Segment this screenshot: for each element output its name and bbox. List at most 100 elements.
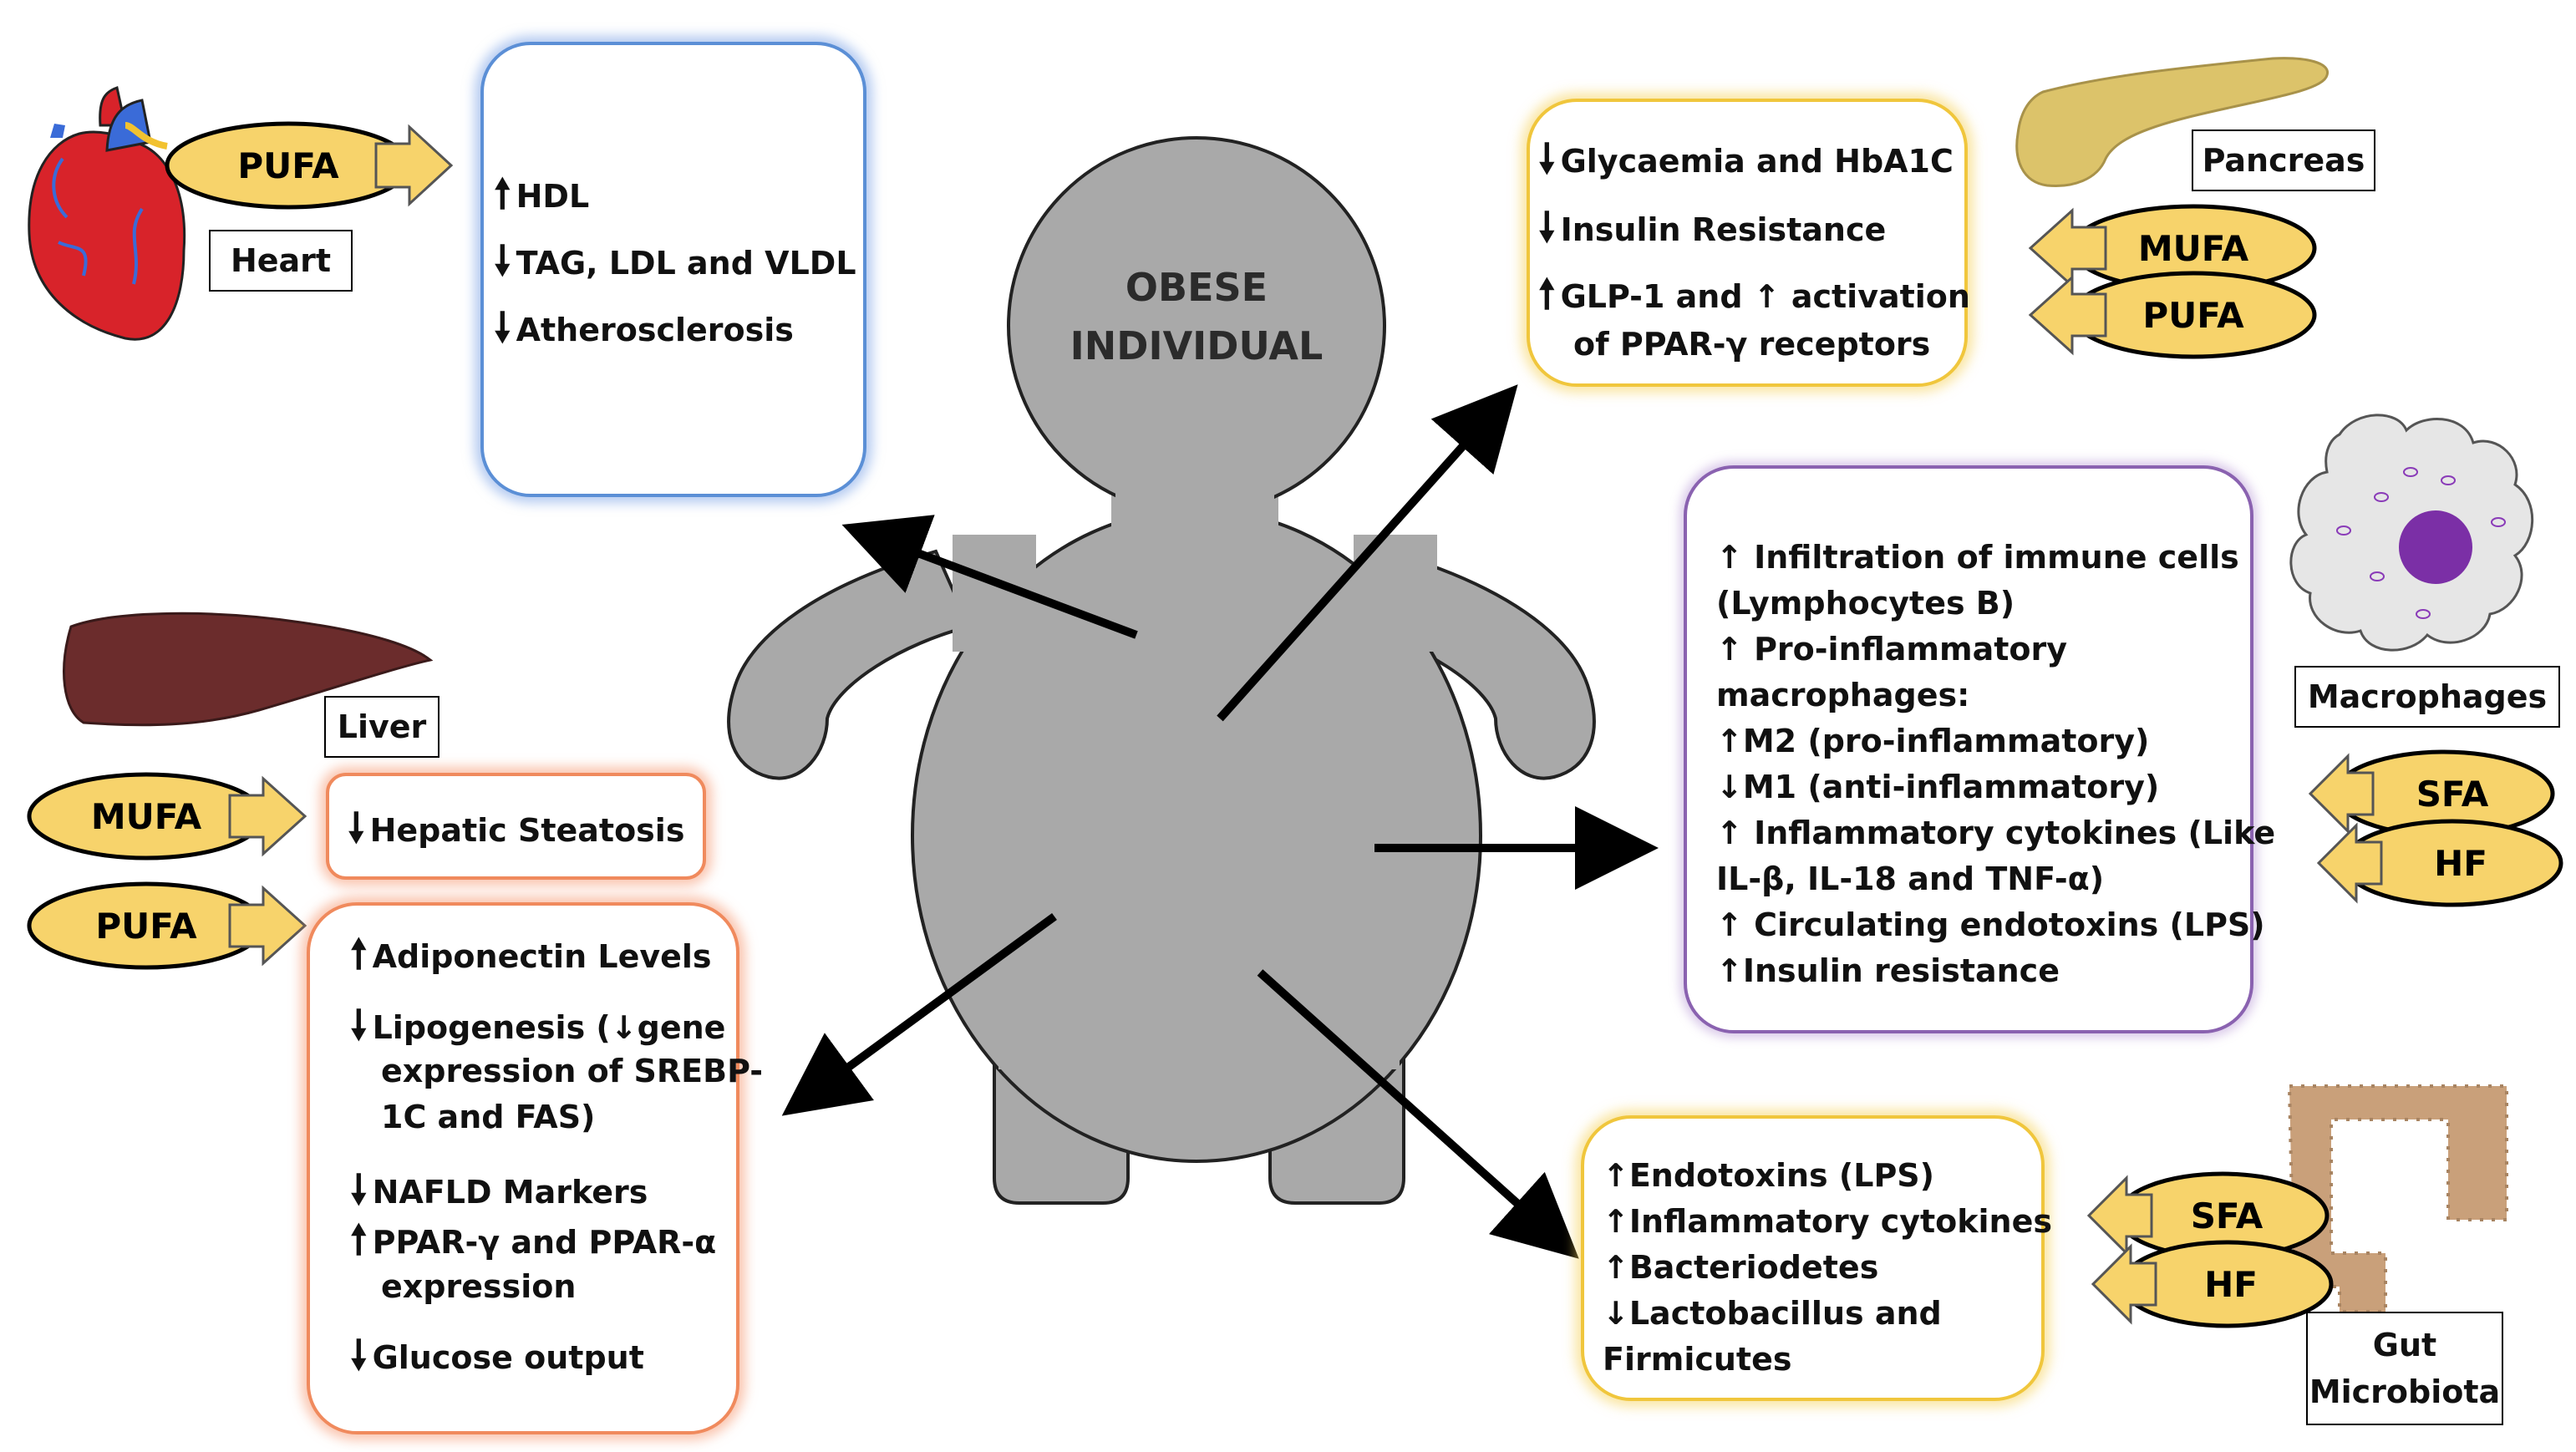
gut-microbiota-label: Gut Microbiota (2306, 1312, 2503, 1425)
pancreas-effect-ppar: of PPAR-γ receptors (1573, 326, 1931, 363)
pancreas-effect-glp1: GLP-1 and (1560, 278, 1743, 315)
gut-effect-cytokines: Inflammatory cytokines (1628, 1203, 2052, 1240)
gut-effects-box: ↑Endotoxins (LPS) ↑Inflammatory cytokine… (1581, 1115, 2052, 1401)
gut-effect-lactobacillus: Lactobacillus and (1628, 1295, 1942, 1332)
up-arrow-icon: ↑ (1716, 815, 1743, 851)
macro-effect-lymphocytes: (Lymphocytes B) (1716, 585, 2015, 622)
up-arrow-icon: ↑ (1603, 1249, 1629, 1286)
fatty-acid-badges: PUFA MUFA PUFA MUFA PUFA SFA HF (27, 121, 2563, 1328)
liver-effect-fas: 1C and FAS) (381, 1099, 596, 1135)
up-arrow-icon: ↑ (1753, 278, 1781, 315)
macro-effect-endotoxins: Circulating endotoxins (LPS) (1754, 906, 2265, 943)
heart-pufa-arrow (374, 124, 454, 207)
liver-icon (63, 612, 434, 727)
liver-steatosis-box: 🠗Hepatic Steatosis (326, 773, 706, 880)
macro-effect-insulin: Insulin resistance (1742, 952, 2060, 989)
pancreas-effect-activation: activation (1791, 278, 1970, 315)
macrophage-icon (2289, 414, 2534, 652)
center-title-line1: OBESE (1125, 265, 1268, 310)
liver-effect-nafld: NAFLD Markers (372, 1174, 648, 1211)
pancreas-mufa-label: MUFA (2138, 228, 2249, 269)
macro-hf-arrow (2316, 822, 2383, 904)
up-arrow-icon: ↑ (1716, 952, 1743, 989)
liver-effect-gene: gene (637, 1009, 726, 1046)
macro-effect-proinflammatory: Pro-inflammatory (1754, 631, 2068, 668)
arrow-to-pancreas (1217, 384, 1518, 722)
up-arrow-icon: ↑ (1716, 906, 1743, 943)
arrow-to-gut (1257, 969, 1579, 1259)
gut-hf-arrow (2091, 1243, 2157, 1325)
pancreas-icon (2015, 57, 2329, 188)
pancreas-mufa-arrow (2028, 207, 2107, 289)
arrow-to-heart (841, 515, 1138, 639)
liver-effect-ppar: PPAR-γ and PPAR-α (372, 1224, 717, 1261)
macrophage-effects-box: ↑ Infiltration of immune cells (Lymphocy… (1684, 465, 2275, 1033)
down-arrow-icon: ↓ (1716, 769, 1743, 805)
macro-hf-label: HF (2434, 843, 2487, 884)
up-arrow-icon: ↑ (1603, 1203, 1629, 1240)
down-arrow-icon: 🠗 (1538, 135, 1556, 182)
down-arrow-icon: 🠗 (494, 304, 511, 351)
liver-effect-steatosis: Hepatic Steatosis (369, 812, 685, 849)
macro-sfa-label: SFA (2416, 774, 2489, 815)
macro-effect-macrophages: macrophages: (1716, 677, 1970, 713)
gut-label-line1: Gut (2372, 1327, 2437, 1363)
heart-pufa-label: PUFA (237, 145, 339, 186)
up-arrow-icon: ↑ (1603, 1157, 1629, 1194)
liver-pufa-arrow (228, 885, 307, 967)
liver-mufa-arrow (228, 775, 307, 857)
macro-effect-cytokines: Inflammatory cytokines (Like (1754, 815, 2276, 851)
down-arrow-icon: 🠗 (348, 805, 365, 851)
gut-icon (2287, 1084, 2508, 1313)
down-arrow-icon: 🠗 (350, 1002, 368, 1048)
up-arrow-icon: ↑ (1716, 631, 1743, 668)
pancreas-effect-glycaemia: Glycaemia and HbA1C (1560, 143, 1954, 180)
up-arrow-icon: ↑ (1716, 723, 1743, 759)
macro-effect-infiltration: Infiltration of immune cells (1754, 539, 2239, 576)
gut-hf-label: HF (2204, 1264, 2258, 1305)
pancreas-pufa-arrow (2028, 274, 2107, 356)
liver-effect-adiponectin: Adiponectin Levels (372, 938, 712, 975)
down-arrow-icon: ↓ (610, 1009, 638, 1046)
pathway-arrows (781, 384, 1659, 1259)
down-arrow-icon: 🠗 (350, 1166, 368, 1213)
gut-sfa-arrow (2086, 1175, 2153, 1257)
pancreas-effects-box: 🠗Glycaemia and HbA1C 🠗Insulin Resistance… (1527, 99, 1970, 387)
macro-sfa-arrow (2308, 753, 2375, 835)
gut-effect-bacteriodetes: Bacteriodetes (1628, 1249, 1879, 1286)
liver-effect-glucose: Glucose output (372, 1339, 644, 1376)
liver-pufa-label: PUFA (95, 906, 197, 947)
up-arrow-icon: 🠕 (350, 1216, 368, 1263)
down-arrow-icon: 🠗 (1538, 204, 1556, 251)
heart-icon (28, 86, 186, 341)
pancreas-label: Pancreas (2192, 129, 2375, 191)
heart-effects-box: 🠕HDL 🠗TAG, LDL and VLDL 🠗Atherosclerosis (480, 42, 866, 497)
macro-effect-m2: M2 (pro-inflammatory) (1742, 723, 2150, 759)
liver-effect-expression: expression (381, 1268, 577, 1305)
macrophages-label: Macrophages (2294, 666, 2560, 728)
arrow-to-liver (781, 912, 1057, 1116)
gut-effect-endotoxins: Endotoxins (LPS) (1628, 1157, 1935, 1194)
pancreas-pufa-label: PUFA (2142, 295, 2244, 336)
liver-effect-srebp: expression of SREBP- (381, 1053, 764, 1089)
gut-label-line2: Microbiota (2309, 1373, 2501, 1410)
liver-label: Liver (324, 696, 439, 758)
macro-effect-il: IL-β, IL-18 and TNF-α) (1716, 861, 2105, 897)
heart-effect-tag: TAG, LDL and VLDL (516, 245, 856, 282)
center-title-line2: INDIVIDUAL (1070, 323, 1324, 368)
up-arrow-icon: 🠕 (350, 931, 368, 977)
liver-effect-lipogenesis: Lipogenesis ( (372, 1009, 611, 1046)
left-arm (727, 549, 972, 780)
gut-effect-firmicutes: Firmicutes (1603, 1341, 1792, 1378)
heart-effect-hdl: HDL (516, 178, 590, 215)
liver-mufa-label: MUFA (91, 796, 202, 837)
down-arrow-icon: ↓ (1603, 1295, 1629, 1332)
macro-effect-m1: M1 (anti-inflammatory) (1742, 769, 2160, 805)
up-arrow-icon: 🠕 (1538, 271, 1556, 317)
down-arrow-icon: 🠗 (494, 237, 511, 284)
up-arrow-icon: ↑ (1716, 539, 1743, 576)
down-arrow-icon: 🠗 (350, 1332, 368, 1378)
heart-label: Heart (209, 230, 353, 292)
